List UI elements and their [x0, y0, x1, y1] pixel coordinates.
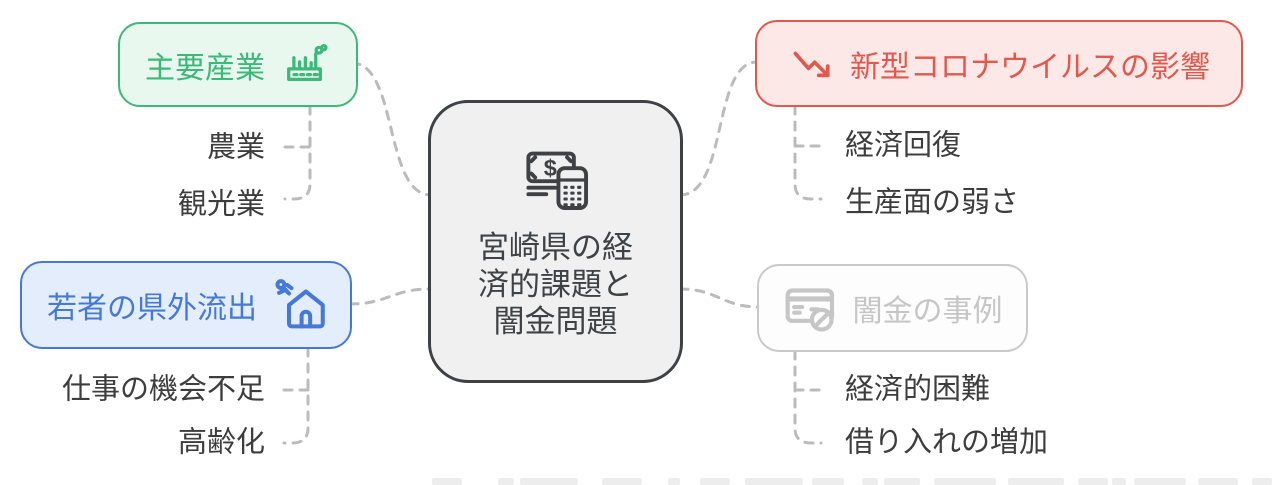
branch-node-youth-outflow[interactable]: 若者の県外流出 [20, 261, 352, 349]
branch-label: 新型コロナウイルスの影響 [850, 50, 1210, 84]
branch-label: 主要産業 [145, 51, 265, 85]
credit-card-ban-icon [783, 280, 839, 336]
trending-down-icon [788, 43, 836, 85]
connector-main-industries-to-center [350, 61, 433, 197]
branch-node-loan-shark-cases[interactable]: 闇金の事例 [757, 264, 1028, 352]
person-leaving-home-icon [271, 276, 325, 334]
sub-node-production-weakness[interactable]: 生産面の弱さ [845, 186, 1020, 219]
branch-node-main-industries[interactable]: 主要産業 [118, 22, 358, 107]
svg-text:$: $ [543, 155, 556, 181]
connector-covid-children [793, 104, 823, 201]
branch-node-covid-impact[interactable]: 新型コロナウイルスの影響 [755, 20, 1243, 107]
sub-node-job-shortage[interactable]: 仕事の機会不足 [61, 373, 265, 406]
connector-center-to-loanshark [678, 287, 761, 309]
center-label-line-1: 宮崎県の経 [478, 230, 633, 265]
center-node-topic[interactable]: $ 宮崎県の経 済的課題と 闇金問題 [428, 100, 683, 383]
connector-loanshark-children [793, 349, 823, 445]
sub-node-tourism[interactable]: 観光業 [177, 188, 265, 221]
center-label-line-3: 闇金問題 [493, 304, 618, 339]
center-node-label: 宮崎県の経 済的課題と 闇金問題 [478, 229, 633, 340]
connector-center-to-covid [678, 60, 759, 197]
factory-icon [279, 42, 331, 88]
sub-node-borrowing-increase[interactable]: 借り入れの増加 [845, 426, 1049, 459]
center-label-line-2: 済的課題と [478, 267, 633, 302]
sub-node-economic-recovery[interactable]: 経済回復 [845, 129, 962, 162]
sub-node-agriculture[interactable]: 農業 [206, 131, 265, 164]
money-calculator-icon: $ [515, 143, 597, 221]
sub-node-aging[interactable]: 高齢化 [177, 426, 265, 459]
connector-main-industries-children [283, 104, 312, 201]
branch-label: 若者の県外流出 [47, 292, 257, 325]
sub-node-economic-hardship[interactable]: 経済的困難 [845, 373, 991, 406]
connector-youth-to-center [348, 287, 432, 306]
branch-label: 闇金の事例 [852, 295, 1003, 328]
connector-youth-children [282, 346, 310, 445]
